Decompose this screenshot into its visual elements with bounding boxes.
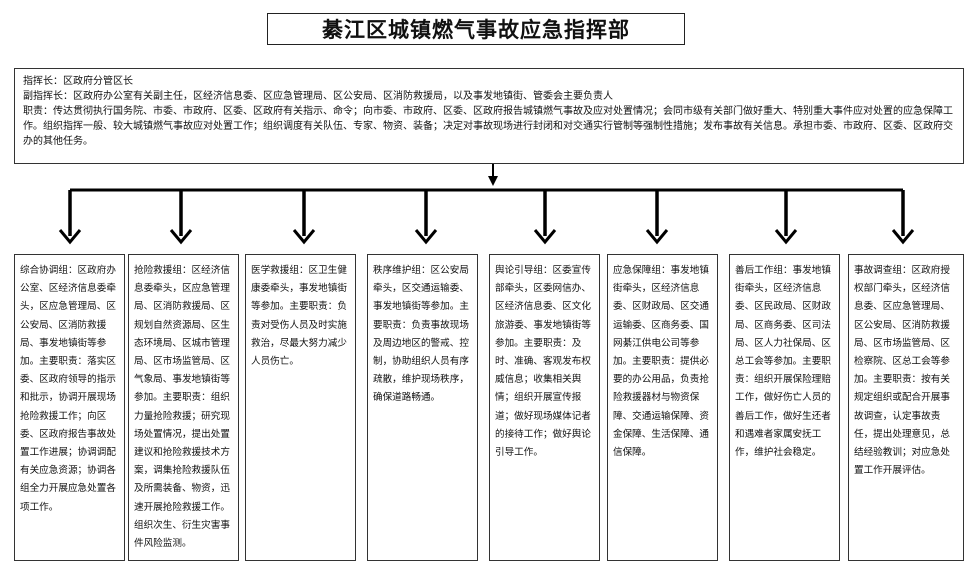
branch-arrowhead: [169, 229, 193, 245]
branch-arrowhead: [414, 229, 438, 245]
command-summary-box: 指挥长：区政府分管区长 副指挥长：区政府办公室有关副主任，区经济信息委、区应急管…: [14, 68, 964, 164]
branch-arrowhead: [292, 229, 316, 245]
group-aftermath: 善后工作组：事发地镇街牵头，区经济信息委、区民政局、区财政局、区商务委、区司法局…: [729, 254, 840, 561]
group-accident-investigation: 事故调查组：区政府授权部门牵头，区经济信息委、区应急管理局、区公安局、区消防救援…: [848, 254, 964, 561]
commander-line: 指挥长：区政府分管区长: [23, 76, 133, 87]
duties-line: 职责：传达贯彻执行国务院、市委、市政府、区委、区政府有关指示、命令；向市委、市政…: [23, 106, 953, 147]
group-comprehensive-coordination: 综合协调组：区政府办公室、区经济信息委牵头，区应急管理局、区公安局、区消防救援局…: [14, 254, 125, 561]
group-emergency-support: 应急保障组：事发地镇街牵头，区经济信息委、区财政局、区交通运输委、区商务委、国网…: [607, 254, 718, 561]
group-rescue: 抢险救援组：区经济信息委牵头，区应急管理局、区消防救援局、区规划自然资源局、区生…: [128, 254, 239, 561]
branch-arrowhead: [533, 229, 557, 245]
branch-arrowhead: [58, 229, 82, 245]
branch-arrowhead: [774, 229, 798, 245]
group-public-opinion: 舆论引导组：区委宣传部牵头，区委网信办、区经济信息委、区文化旅游委、事发地镇街等…: [489, 254, 600, 561]
deputy-commander-line: 副指挥长：区政府办公室有关副主任，区经济信息委、区应急管理局、区公安局、区消防救…: [23, 91, 613, 102]
branch-arrowhead: [891, 229, 915, 245]
branch-arrowhead: [645, 229, 669, 245]
group-order-maintenance: 秩序维护组：区公安局牵头，区交通运输委、事发地镇街等参加。主要职责：负责事故现场…: [367, 254, 478, 561]
page-title: 綦江区城镇燃气事故应急指挥部: [267, 13, 685, 45]
group-medical-rescue: 医学救援组：区卫生健康委牵头，事发地镇街等参加。主要职责：负责对受伤人员及时实施…: [245, 254, 356, 561]
